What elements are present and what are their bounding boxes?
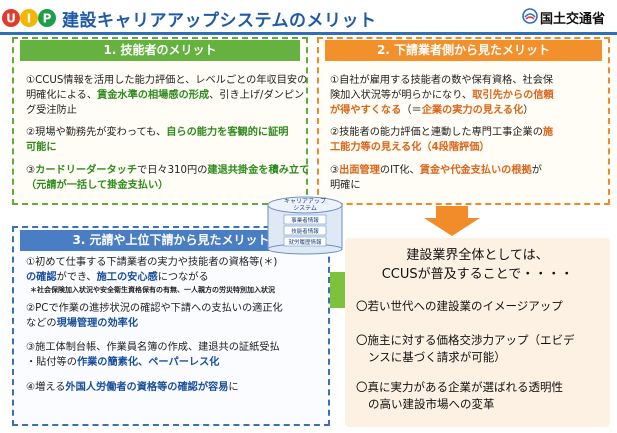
logo-letter-u: U	[6, 12, 16, 26]
benefit-line: ③施工体制台帳、作業員名簿の作成、建退共の証紙受払	[26, 341, 280, 356]
overall-item: 〇若い世代への建設業のイメージアップ	[356, 299, 563, 313]
prime-contractor-benefits-panel	[12, 226, 330, 426]
benefit-text: ③施工体制台帳、作業員名簿の作成、建退共の証紙受払	[26, 342, 280, 353]
benefit-text: につながる	[157, 272, 209, 283]
overall-benefits-box	[345, 238, 610, 427]
benefit-line: ③カードリーダータッチで日々310円の建退共掛金を積み立て	[26, 164, 309, 179]
benefit-text: ②技能者の能力評価と連動した専門工事企業の	[330, 127, 543, 138]
benefit-text: ②PCで作業の進捗状況の確認や下請への支払いの適正化	[26, 303, 283, 314]
benefit-text: 出面管理	[339, 165, 380, 176]
benefit-text: （＝	[401, 105, 422, 116]
benefit-text: ①CCUS情報を活用した能力評価と、レベルごとの年収目安の	[26, 75, 308, 86]
benefit-text: 施	[542, 127, 554, 138]
benefit-line: ②PCで作業の進捗状況の確認や下請への支払いの適正化	[26, 302, 283, 317]
mlit-logo-icon	[522, 8, 538, 24]
worker-benefits-panel	[12, 37, 308, 205]
benefit-text: に	[228, 382, 239, 393]
ministry-name: 国土交通省	[540, 12, 606, 27]
benefit-text: 賃金や代金支払いの根拠	[419, 165, 532, 176]
benefit-text: ②現場や勤務先が変わっても、	[26, 127, 167, 138]
benefit-text: が	[531, 165, 542, 176]
ccus-database-graphic: キャリアアップ システム 事業者情報 技能者情報 就労履歴情報	[264, 195, 346, 255]
benefit-text: 現場管理の効率化	[56, 318, 139, 329]
benefit-text: ・貼付等の	[26, 357, 77, 368]
overall-item: の高い建設市場への変革	[368, 397, 495, 411]
ccus-row-history: 就労履歴情報	[288, 238, 322, 246]
benefit-line: ②技能者の能力評価と連動した専門工事企業の施	[330, 126, 553, 141]
benefit-text: 自らの能力を客観的に証明	[166, 127, 289, 138]
benefit-text: ③	[330, 165, 340, 176]
benefit-line: ①初めて仕事する下請業者の実力や技能者の資格等(＊)	[26, 256, 277, 271]
overall-lead-2: CCUSが普及することで・・・・	[381, 267, 574, 282]
benefit-text: 明確化による、	[26, 90, 98, 101]
overall-item: 〇真に実力がある企業が選ばれる透明性	[356, 380, 563, 394]
prime-contractor-benefits-heading: 3. 元請や上位下請から見たメリット	[20, 230, 322, 251]
benefit-text: 施工の安心感	[96, 272, 158, 283]
benefit-line: の確認ができ、施工の安心感につながる	[26, 271, 209, 286]
benefit-line: ①CCUS情報を活用した能力評価と、レベルごとの年収目安の	[26, 74, 307, 89]
page-title: 建設キャリアアップシステムのメリット	[62, 11, 377, 31]
header-divider	[0, 32, 617, 35]
benefit-line: 可能に	[26, 141, 57, 156]
benefit-text: ③	[26, 165, 36, 176]
benefit-text: の確認	[26, 272, 57, 283]
benefit-line: ①自社が雇用する技能者の数や保有資格、社会保	[330, 74, 553, 89]
benefit-text: のIT化、	[379, 165, 420, 176]
benefit-text: ①自社が雇用する技能者の数や保有資格、社会保	[330, 75, 554, 86]
uip-logo: U I P	[2, 6, 58, 30]
benefit-text: 建退共掛金を積み立て	[207, 165, 310, 176]
ccus-row-business: 事業者情報	[291, 216, 319, 224]
benefit-text: ）	[523, 105, 534, 116]
logo-letter-p: P	[43, 12, 52, 26]
ccus-label-top: キャリアアップ	[284, 198, 326, 205]
benefit-text: 取引先からの信頼	[472, 90, 554, 101]
benefit-text: カードリーダータッチ	[35, 165, 138, 176]
ccus-label-bottom: システム	[293, 205, 317, 212]
benefit-text: 、引き上げ/ダンピン	[209, 90, 305, 101]
benefit-text: で日々310円の	[137, 165, 208, 176]
benefit-text: 企業の実力の見える化	[421, 105, 524, 116]
benefit-line: ②現場や勤務先が変わっても、自らの能力を客観的に証明	[26, 126, 289, 141]
benefit-text: グ受注防止	[26, 105, 77, 116]
overall-lead-1: 建設業界全体としては、	[406, 248, 549, 263]
benefit-line: グ受注防止	[26, 104, 77, 119]
benefit-text: 賃金水準の相場感の形成	[97, 90, 210, 101]
benefit-line: 工能力等の見える化（4段階評価）	[330, 141, 490, 156]
benefit-line: などの現場管理の効率化	[26, 317, 138, 332]
benefit-text: 作業の簡素化、ペーパーレス化	[76, 357, 220, 368]
subcontractor-benefits-panel	[317, 37, 610, 205]
benefit-line: （元請が一括して掛金支払い）	[26, 179, 168, 194]
benefit-text: ができ、	[56, 272, 97, 283]
logo-letter-i: I	[27, 12, 31, 26]
subcontractor-benefits-heading: 2. 下請業者側から見たメリット	[325, 40, 602, 61]
benefit-text: 可能に	[26, 142, 57, 153]
ccus-row-worker: 技能者情報	[291, 227, 319, 235]
down-arrow-icon	[422, 206, 482, 236]
benefit-text: 工能力等の見える化（4段階評価）	[330, 142, 490, 153]
footnote: ＊社会保険加入状況や安全衛生資格保有の有無、一人親方の労災特別加入状況	[30, 286, 275, 294]
benefit-text: 明確に	[330, 180, 361, 191]
benefit-line: ③出面管理のIT化、賃金や代金支払いの根拠が	[330, 164, 542, 179]
benefit-line: 明確化による、賃金水準の相場感の形成、引き上げ/ダンピン	[26, 89, 304, 104]
benefit-text: （元請が一括して掛金支払い）	[26, 180, 169, 191]
benefit-line: ④増える外国人労働者の資格等の確認が容易に	[26, 381, 239, 396]
benefit-line: ・貼付等の作業の簡素化、ペーパーレス化	[26, 356, 219, 371]
benefit-text: が得やすくなる	[330, 105, 402, 116]
overall-item: ンスに基づく請求が可能）	[368, 350, 506, 364]
worker-benefits-heading: 1. 技能者のメリット	[20, 40, 300, 61]
benefit-text: ①初めて仕事する下請業者の実力や技能者の資格等(＊)	[26, 257, 278, 268]
benefit-line: 険加入状況等が明らかになり、取引先からの信頼	[330, 89, 554, 104]
overall-item: 〇施主に対する価格交渉力アップ（エビデ	[356, 333, 575, 347]
benefit-line: が得やすくなる（＝企業の実力の見える化）	[330, 104, 533, 119]
benefit-text: ④増える	[26, 382, 66, 393]
benefit-text: 外国人労働者の資格等の確認が容易	[65, 382, 229, 393]
benefit-line: 明確に	[330, 179, 361, 194]
benefit-text: 険加入状況等が明らかになり、	[330, 90, 473, 101]
benefit-text: などの	[26, 318, 57, 329]
